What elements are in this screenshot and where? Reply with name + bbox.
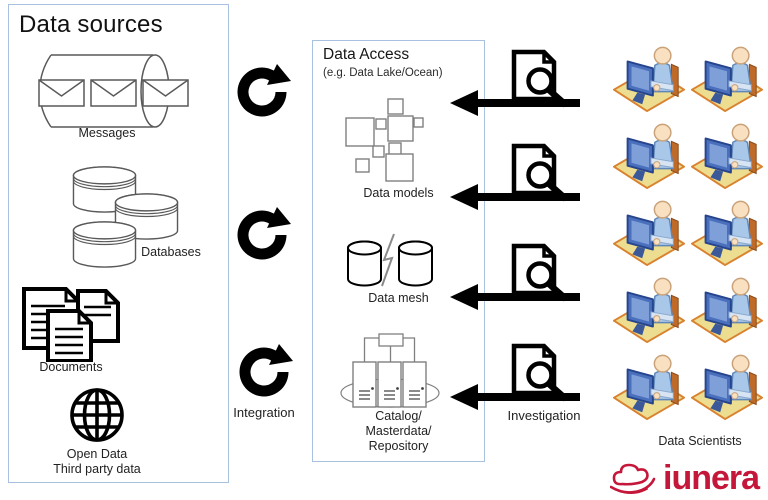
person-at-computer-icon xyxy=(690,42,764,114)
iunera-logo: iunera xyxy=(610,459,760,497)
data-mesh-icon xyxy=(347,233,433,289)
databases-label: Databases xyxy=(141,245,201,259)
data-access-subtitle: (e.g. Data Lake/Ocean) xyxy=(323,67,443,79)
person-at-computer-icon xyxy=(690,119,764,191)
messages-label: Messages xyxy=(78,126,136,140)
integration-sync-icon xyxy=(236,342,294,400)
data-models-icon xyxy=(344,96,426,186)
data-scientists-label: Data Scientists xyxy=(658,434,742,448)
open-data-label: Open Data Third party data xyxy=(21,447,173,478)
globe-icon xyxy=(69,387,125,443)
data-access-title: Data Access xyxy=(323,46,410,63)
document-search-arrow-icon xyxy=(448,143,582,211)
data-sources-panel: Data sources Messages Databases Document… xyxy=(8,4,229,483)
cloud-swoosh-icon xyxy=(610,460,656,496)
document-search-arrow-icon xyxy=(448,343,582,411)
document-search-arrow-icon xyxy=(448,243,582,311)
data-access-panel: Data Access (e.g. Data Lake/Ocean) Data … xyxy=(312,40,485,462)
integration-sync-icon xyxy=(234,62,292,120)
document-search-arrow-icon xyxy=(448,49,582,117)
documents-label: Documents xyxy=(39,360,103,374)
person-at-computer-icon xyxy=(690,273,764,345)
person-at-computer-icon xyxy=(690,350,764,422)
person-at-computer-icon xyxy=(612,119,686,191)
integration-sync-icon xyxy=(234,205,292,263)
catalog-line1: Catalog/ xyxy=(375,409,422,423)
catalog-line2: Masterdata/ xyxy=(365,424,432,438)
investigation-label: Investigation xyxy=(507,408,581,423)
person-at-computer-icon xyxy=(612,42,686,114)
data-mesh-label: Data mesh xyxy=(368,291,429,305)
catalog-line3: Repository xyxy=(368,439,429,453)
open-data-line1: Open Data xyxy=(66,447,128,461)
documents-icon xyxy=(21,284,121,362)
catalog-servers-icon xyxy=(339,332,443,410)
person-at-computer-icon xyxy=(690,196,764,268)
message-queue-icon xyxy=(23,51,191,131)
data-sources-title: Data sources xyxy=(19,11,163,38)
integration-label: Integration xyxy=(233,405,295,420)
catalog-label: Catalog/ Masterdata/ Repository xyxy=(321,409,476,454)
iunera-wordmark: iunera xyxy=(663,459,760,497)
data-models-label: Data models xyxy=(363,186,434,200)
person-at-computer-icon xyxy=(612,273,686,345)
person-at-computer-icon xyxy=(612,196,686,268)
open-data-line2: Third party data xyxy=(53,462,141,477)
person-at-computer-icon xyxy=(612,350,686,422)
